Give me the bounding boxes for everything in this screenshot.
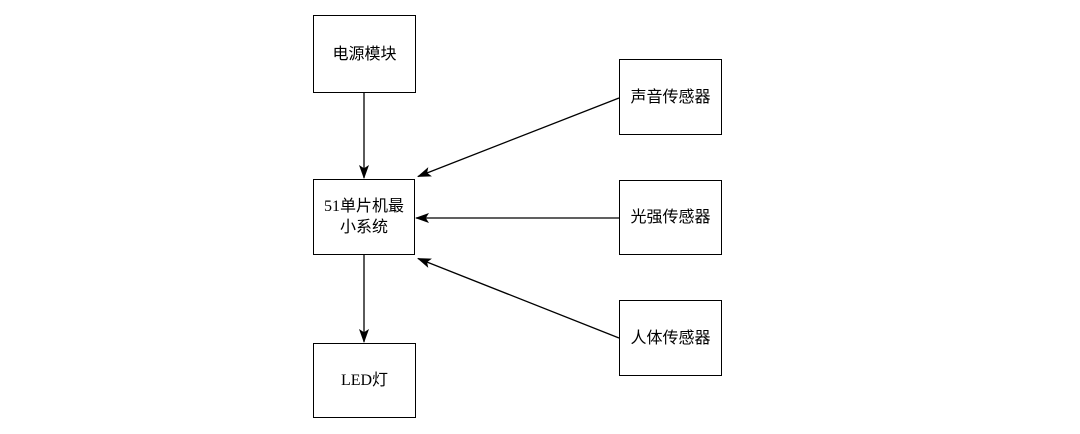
node-mcu-minimal-system-label: 51单片机最小系统 — [323, 198, 404, 236]
node-sound-sensor: 声音传感器 — [619, 59, 722, 135]
node-sound-sensor-label: 声音传感器 — [630, 88, 711, 106]
arrow-sound-sensor-to-mcu — [417, 97, 620, 178]
node-light-intensity-sensor-label: 光强传感器 — [630, 209, 711, 226]
node-led-light: LED灯 — [313, 343, 416, 418]
node-mcu-minimal-system: 51单片机最小系统 — [313, 179, 415, 255]
node-led-light-label: LED灯 — [340, 372, 389, 389]
arrow-human-sensor-to-mcu — [417, 257, 620, 339]
node-human-body-sensor-label: 人体传感器 — [630, 329, 711, 347]
node-human-body-sensor: 人体传感器 — [619, 300, 722, 376]
node-power-module: 电源模块 — [313, 15, 416, 93]
node-light-intensity-sensor: 光强传感器 — [619, 180, 722, 255]
node-power-module-label: 电源模块 — [332, 45, 397, 63]
